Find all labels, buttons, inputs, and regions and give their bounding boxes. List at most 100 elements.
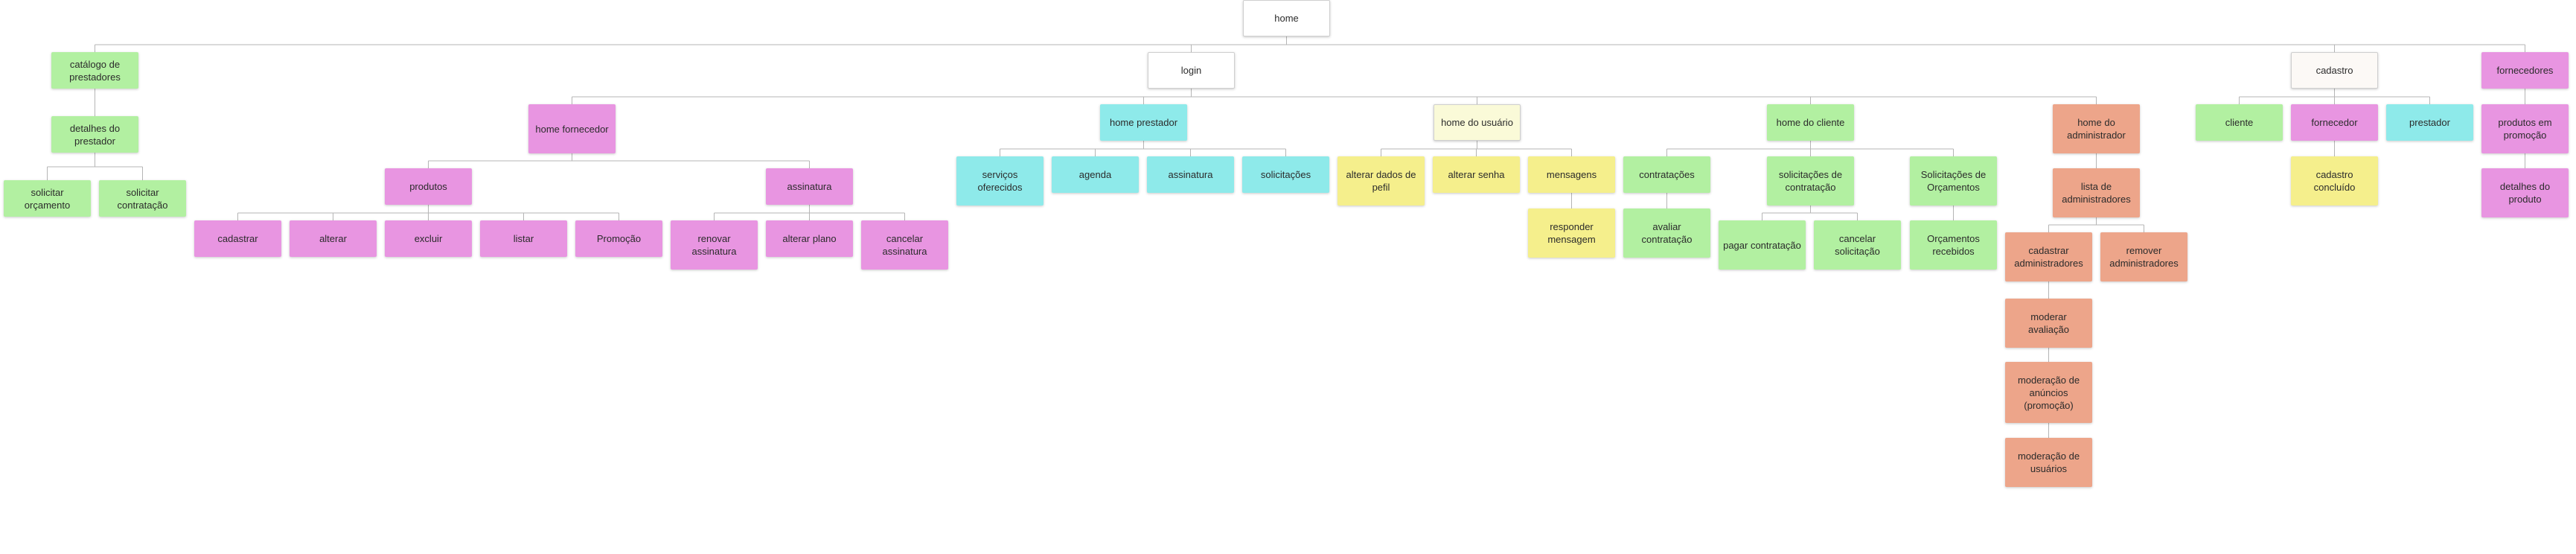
node-label: cancelar assinatura [882, 233, 927, 257]
node-label: home do administrador [2067, 117, 2126, 141]
node-label: detalhes do produto [2499, 181, 2551, 205]
node-assinatura-forn: assinatura [766, 168, 853, 205]
node-responder-mensagem: responder mensagem [1528, 208, 1615, 258]
node-servicos-oferecidos: serviços oferecidos [956, 156, 1043, 206]
node-label: home fornecedor [535, 123, 609, 135]
node-home: home [1243, 0, 1330, 36]
node-label: Orçamentos recebidos [1927, 233, 1980, 257]
node-label: home do cliente [1776, 117, 1845, 128]
node-label: catálogo de prestadores [69, 58, 121, 83]
node-catalogo: catálogo de prestadores [51, 52, 138, 89]
node-label: cancelar solicitação [1835, 233, 1880, 257]
node-home-cliente: home do cliente [1767, 104, 1854, 141]
node-solicitar-contratacao: solicitar contratação [99, 180, 186, 217]
node-moderar-avaliacao: moderar avaliação [2005, 299, 2092, 348]
node-login: login [1148, 52, 1235, 89]
node-label: produtos [409, 181, 447, 192]
node-cancelar-solicitacao: cancelar solicitação [1814, 220, 1901, 270]
node-label: alterar plano [782, 233, 837, 244]
node-moderacao-anuncios: moderação de anúncios (promoção) [2005, 362, 2092, 423]
node-agenda: agenda [1052, 156, 1139, 193]
node-label: Promoção [596, 233, 642, 244]
node-label: solicitar contratação [117, 186, 168, 211]
node-label: alterar [319, 233, 347, 244]
node-label: cliente [2225, 117, 2254, 128]
node-home-administrador: home do administrador [2053, 104, 2140, 153]
node-cadastrar-administradores: cadastrar administradores [2005, 232, 2092, 281]
node-label: cadastro concluído [2313, 169, 2356, 193]
node-home-fornecedor: home fornecedor [528, 104, 616, 153]
node-label: alterar dados de pefil [1346, 169, 1416, 193]
node-avaliar-contratacao: avaliar contratação [1623, 208, 1710, 258]
node-produtos-promocao: produtos em promoção [2481, 104, 2569, 153]
node-cadastro: cadastro [2291, 52, 2378, 89]
node-excluir: excluir [385, 220, 472, 257]
node-cancelar-assinatura: cancelar assinatura [861, 220, 948, 270]
node-label: moderação de usuários [2017, 450, 2080, 474]
node-label: fornecedores [2496, 65, 2554, 76]
node-detalhes-prestador: detalhes do prestador [51, 116, 138, 153]
node-solicitacoes-orcamentos: Solicitações de Orçamentos [1910, 156, 1997, 206]
node-listar: listar [480, 220, 567, 257]
node-label: contratações [1639, 169, 1695, 180]
node-alterar-plano: alterar plano [766, 220, 853, 257]
node-label: responder mensagem [1547, 221, 1596, 245]
node-label: login [1180, 65, 1202, 76]
node-contratacoes: contratações [1623, 156, 1710, 193]
node-prestador: prestador [2386, 104, 2473, 141]
node-solicitar-orcamento: solicitar orçamento [4, 180, 91, 217]
node-label: pagar contratação [1723, 239, 1801, 251]
node-promocao: Promoção [575, 220, 662, 257]
node-label: serviços oferecidos [977, 169, 1023, 193]
node-label: mensagens [1546, 169, 1597, 180]
node-label: home do usuário [1441, 117, 1513, 128]
node-label: listar [513, 233, 534, 244]
node-label: assinatura [1168, 169, 1213, 180]
node-lista-administradores: lista de administradores [2053, 168, 2140, 217]
node-alterar-dados-perfil: alterar dados de pefil [1337, 156, 1425, 206]
node-label: excluir [414, 233, 443, 244]
node-fornecedor: fornecedor [2291, 104, 2378, 141]
node-moderacao-usuarios: moderação de usuários [2005, 438, 2092, 487]
node-label: moderar avaliação [2028, 311, 2069, 335]
node-cadastrar: cadastrar [194, 220, 281, 257]
node-solicitacoes: solicitações [1242, 156, 1329, 193]
node-label: alterar senha [1448, 169, 1505, 180]
node-label: prestador [2409, 117, 2450, 128]
node-label: cadastrar administradores [2014, 245, 2083, 269]
node-produtos: produtos [385, 168, 472, 205]
node-label: moderação de anúncios (promoção) [2017, 374, 2080, 411]
node-label: produtos em promoção [2498, 117, 2552, 141]
node-orcamentos-recebidos: Orçamentos recebidos [1910, 220, 1997, 270]
node-remover-administradores: remover administradores [2100, 232, 2187, 281]
node-assinatura-prest: assinatura [1147, 156, 1234, 193]
node-label: agenda [1078, 169, 1112, 180]
node-label: lista de administradores [2062, 181, 2131, 205]
node-label: assinatura [787, 181, 832, 192]
node-alterar: alterar [290, 220, 377, 257]
node-label: renovar assinatura [691, 233, 737, 257]
node-fornecedores: fornecedores [2481, 52, 2569, 89]
node-solicitacoes-contratacao: solicitações de contratação [1767, 156, 1854, 206]
node-alterar-senha: alterar senha [1433, 156, 1520, 193]
node-pagar-contratacao: pagar contratação [1719, 220, 1806, 270]
node-label: cadastrar [217, 233, 258, 244]
node-label: home [1274, 13, 1299, 24]
node-home-prestador: home prestador [1100, 104, 1187, 141]
node-label: remover administradores [2109, 245, 2179, 269]
node-label: Solicitações de Orçamentos [1920, 169, 1987, 193]
node-label: fornecedor [2311, 117, 2358, 128]
node-label: home prestador [1109, 117, 1178, 128]
node-home-usuario: home do usuário [1434, 104, 1521, 141]
node-label: cadastro [2315, 65, 2353, 76]
node-label: avaliar contratação [1641, 221, 1693, 245]
node-label: solicitações de contratação [1778, 169, 1843, 193]
node-label: detalhes do prestador [69, 122, 121, 147]
node-mensagens: mensagens [1528, 156, 1615, 193]
node-cliente: cliente [2196, 104, 2283, 141]
node-cadastro-concluido: cadastro concluído [2291, 156, 2378, 206]
node-label: solicitações [1260, 169, 1311, 180]
node-renovar-assinatura: renovar assinatura [671, 220, 758, 270]
